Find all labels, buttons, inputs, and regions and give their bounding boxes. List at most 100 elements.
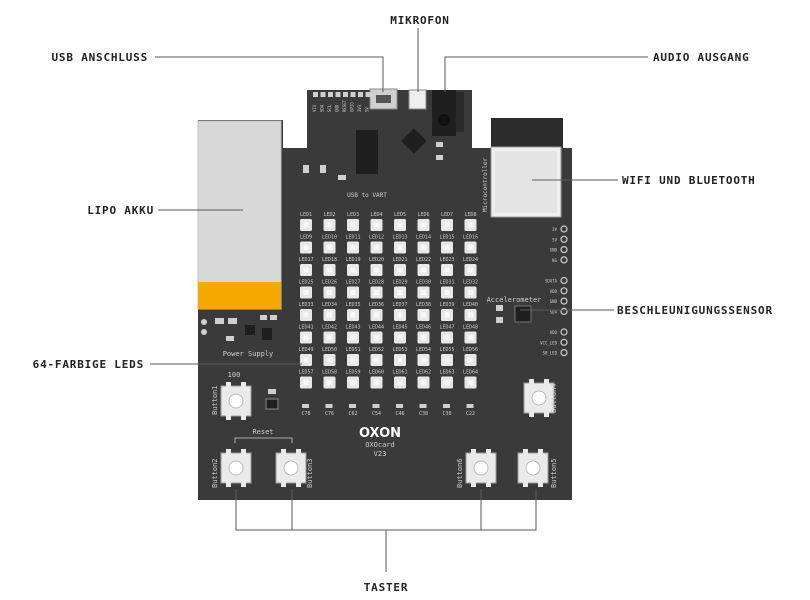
header-pin-label: SCL (327, 104, 332, 112)
led-label: LED21 (392, 257, 407, 263)
button-6[interactable] (465, 449, 497, 487)
button1-label: Button1 (211, 385, 219, 415)
led-label: LED13 (392, 235, 407, 241)
edge-pin-label: NS (552, 258, 557, 263)
led-die (397, 312, 403, 318)
led-label: LED38 (416, 302, 431, 308)
led-die (444, 222, 450, 228)
lipo-battery (197, 120, 282, 310)
led-label: LED1 (300, 212, 312, 218)
led-die (303, 290, 309, 295)
led-label: LED49 (298, 347, 313, 353)
led-die (303, 335, 309, 340)
oxon-logo: OXON (359, 426, 401, 441)
button-3[interactable] (275, 449, 307, 487)
reset-label: Reset (252, 428, 273, 436)
button-5[interactable] (517, 449, 549, 487)
led-die (468, 380, 473, 385)
header-pin (365, 92, 371, 97)
led-die (397, 222, 403, 228)
led-label: LED2 (323, 212, 335, 218)
led-label: LED29 (392, 280, 407, 286)
header-pin-label: 5V (365, 107, 370, 112)
capacitor (443, 404, 450, 408)
button3-label: Button3 (306, 458, 314, 488)
capacitor (396, 404, 403, 408)
edge-pin-label: GND (550, 248, 558, 253)
microcontroller-module (490, 146, 562, 218)
led-die (444, 245, 450, 250)
led-label: LED41 (298, 325, 313, 331)
header-pin-label: VIO (312, 104, 317, 112)
header-pin-label: GPIO (350, 102, 355, 112)
led-die (468, 290, 473, 295)
led-label: LED28 (369, 280, 384, 286)
microphone-component (408, 89, 427, 110)
led-die (444, 267, 450, 273)
led-label: LED31 (439, 280, 454, 286)
led-die (327, 245, 332, 250)
usb-uart-chip (303, 128, 443, 180)
led-die (327, 335, 332, 340)
edge-pin (560, 225, 568, 233)
led-label: LED35 (345, 302, 360, 308)
led-label: LED8 (464, 212, 476, 218)
led-die (327, 357, 332, 363)
led-label: LED62 (416, 370, 431, 376)
led-label: LED57 (298, 370, 313, 376)
led-label: LED19 (345, 257, 360, 263)
led-label: LED40 (463, 302, 478, 308)
led-label: LED42 (322, 325, 337, 331)
header-pin (358, 92, 363, 97)
led-label: LED63 (439, 370, 454, 376)
led-label: LED46 (416, 325, 431, 331)
button-4[interactable] (523, 379, 555, 417)
edge-pin-label: VDD (550, 289, 558, 294)
led-die (303, 245, 309, 250)
led-label: LED64 (463, 370, 478, 376)
led-die (350, 245, 356, 250)
led-label: LED30 (416, 280, 431, 286)
header-pin-label: 3V3 (357, 104, 362, 112)
capacitor (325, 404, 333, 408)
led-die (444, 312, 450, 318)
led-die (397, 267, 403, 273)
led-die (350, 380, 356, 385)
led-die (444, 335, 450, 340)
capacitor-label: C22 (466, 411, 475, 417)
led-die (327, 222, 332, 228)
led-die (397, 245, 403, 250)
button-1[interactable] (220, 382, 252, 420)
edge-pin (560, 338, 568, 346)
label-accel: BESCHLEUNIGUNGSSENSOR (617, 304, 773, 317)
led-die (468, 222, 473, 228)
resistor-100-label: 100 (228, 371, 241, 379)
header-pin (328, 92, 333, 97)
edge-pin-label: 5V (552, 237, 557, 242)
header-pin (320, 92, 326, 97)
button-2[interactable] (220, 449, 252, 487)
header-pin-label: RESET (342, 99, 347, 112)
edge-pin (560, 328, 568, 336)
led-label: LED27 (345, 280, 360, 286)
led-label: LED50 (322, 347, 337, 353)
led-label: LED16 (463, 235, 478, 241)
capacitor-label: C30 (442, 411, 451, 417)
led-label: LED60 (369, 370, 384, 376)
led-die (374, 335, 379, 340)
led-label: LED52 (369, 347, 384, 353)
led-label: LED25 (298, 280, 313, 286)
pcb-board (198, 120, 572, 500)
led-die (327, 290, 332, 295)
edge-pin-label: VCC_LED (540, 340, 557, 345)
capacitor (372, 404, 380, 408)
led-die (303, 312, 309, 318)
edge-pin (560, 307, 568, 315)
capacitor-label: C46 (395, 411, 404, 417)
usb-uart-label: USB to VART (347, 192, 387, 199)
label-lipo: LIPO AKKU (87, 204, 154, 217)
button4-label: Button4 (550, 383, 558, 413)
